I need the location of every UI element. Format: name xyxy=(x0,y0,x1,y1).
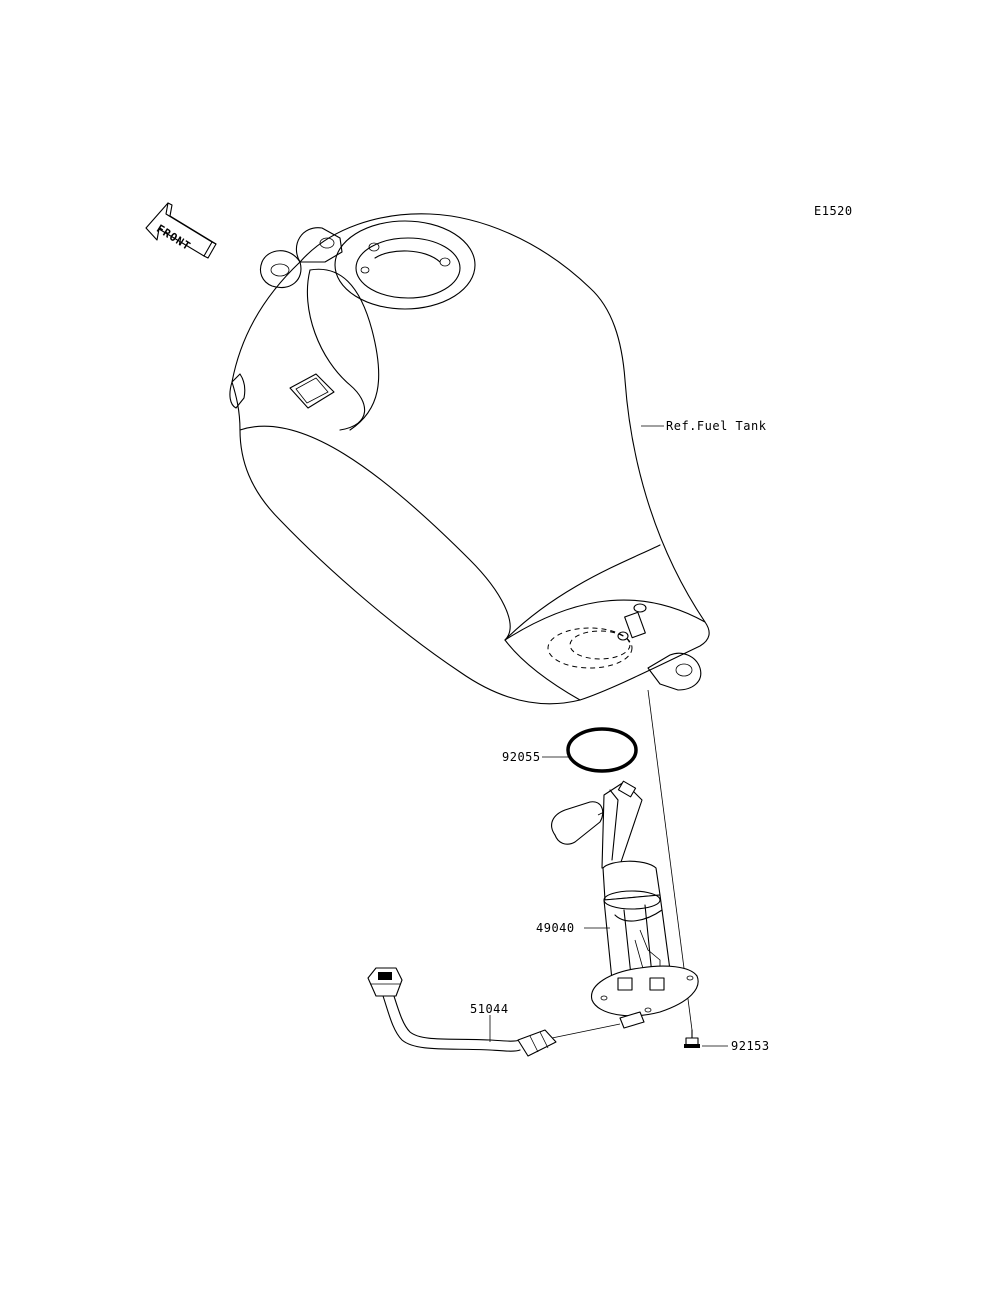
fuel-tank-drawing xyxy=(229,213,710,705)
bolt-drawing xyxy=(684,1029,700,1048)
label-part-92153: 92153 xyxy=(731,1039,770,1053)
label-part-49040: 49040 xyxy=(536,921,575,935)
label-fuel-tank-ref: Ref.Fuel Tank xyxy=(666,419,767,433)
o-ring-drawing xyxy=(566,727,638,773)
label-part-51044: 51044 xyxy=(470,1002,509,1016)
label-part-92055: 92055 xyxy=(502,750,541,764)
hose-drawing xyxy=(367,967,557,1057)
fuel-pump-drawing xyxy=(551,780,699,1039)
diagram-code: E1520 xyxy=(814,204,853,218)
front-arrow-icon xyxy=(145,202,217,259)
